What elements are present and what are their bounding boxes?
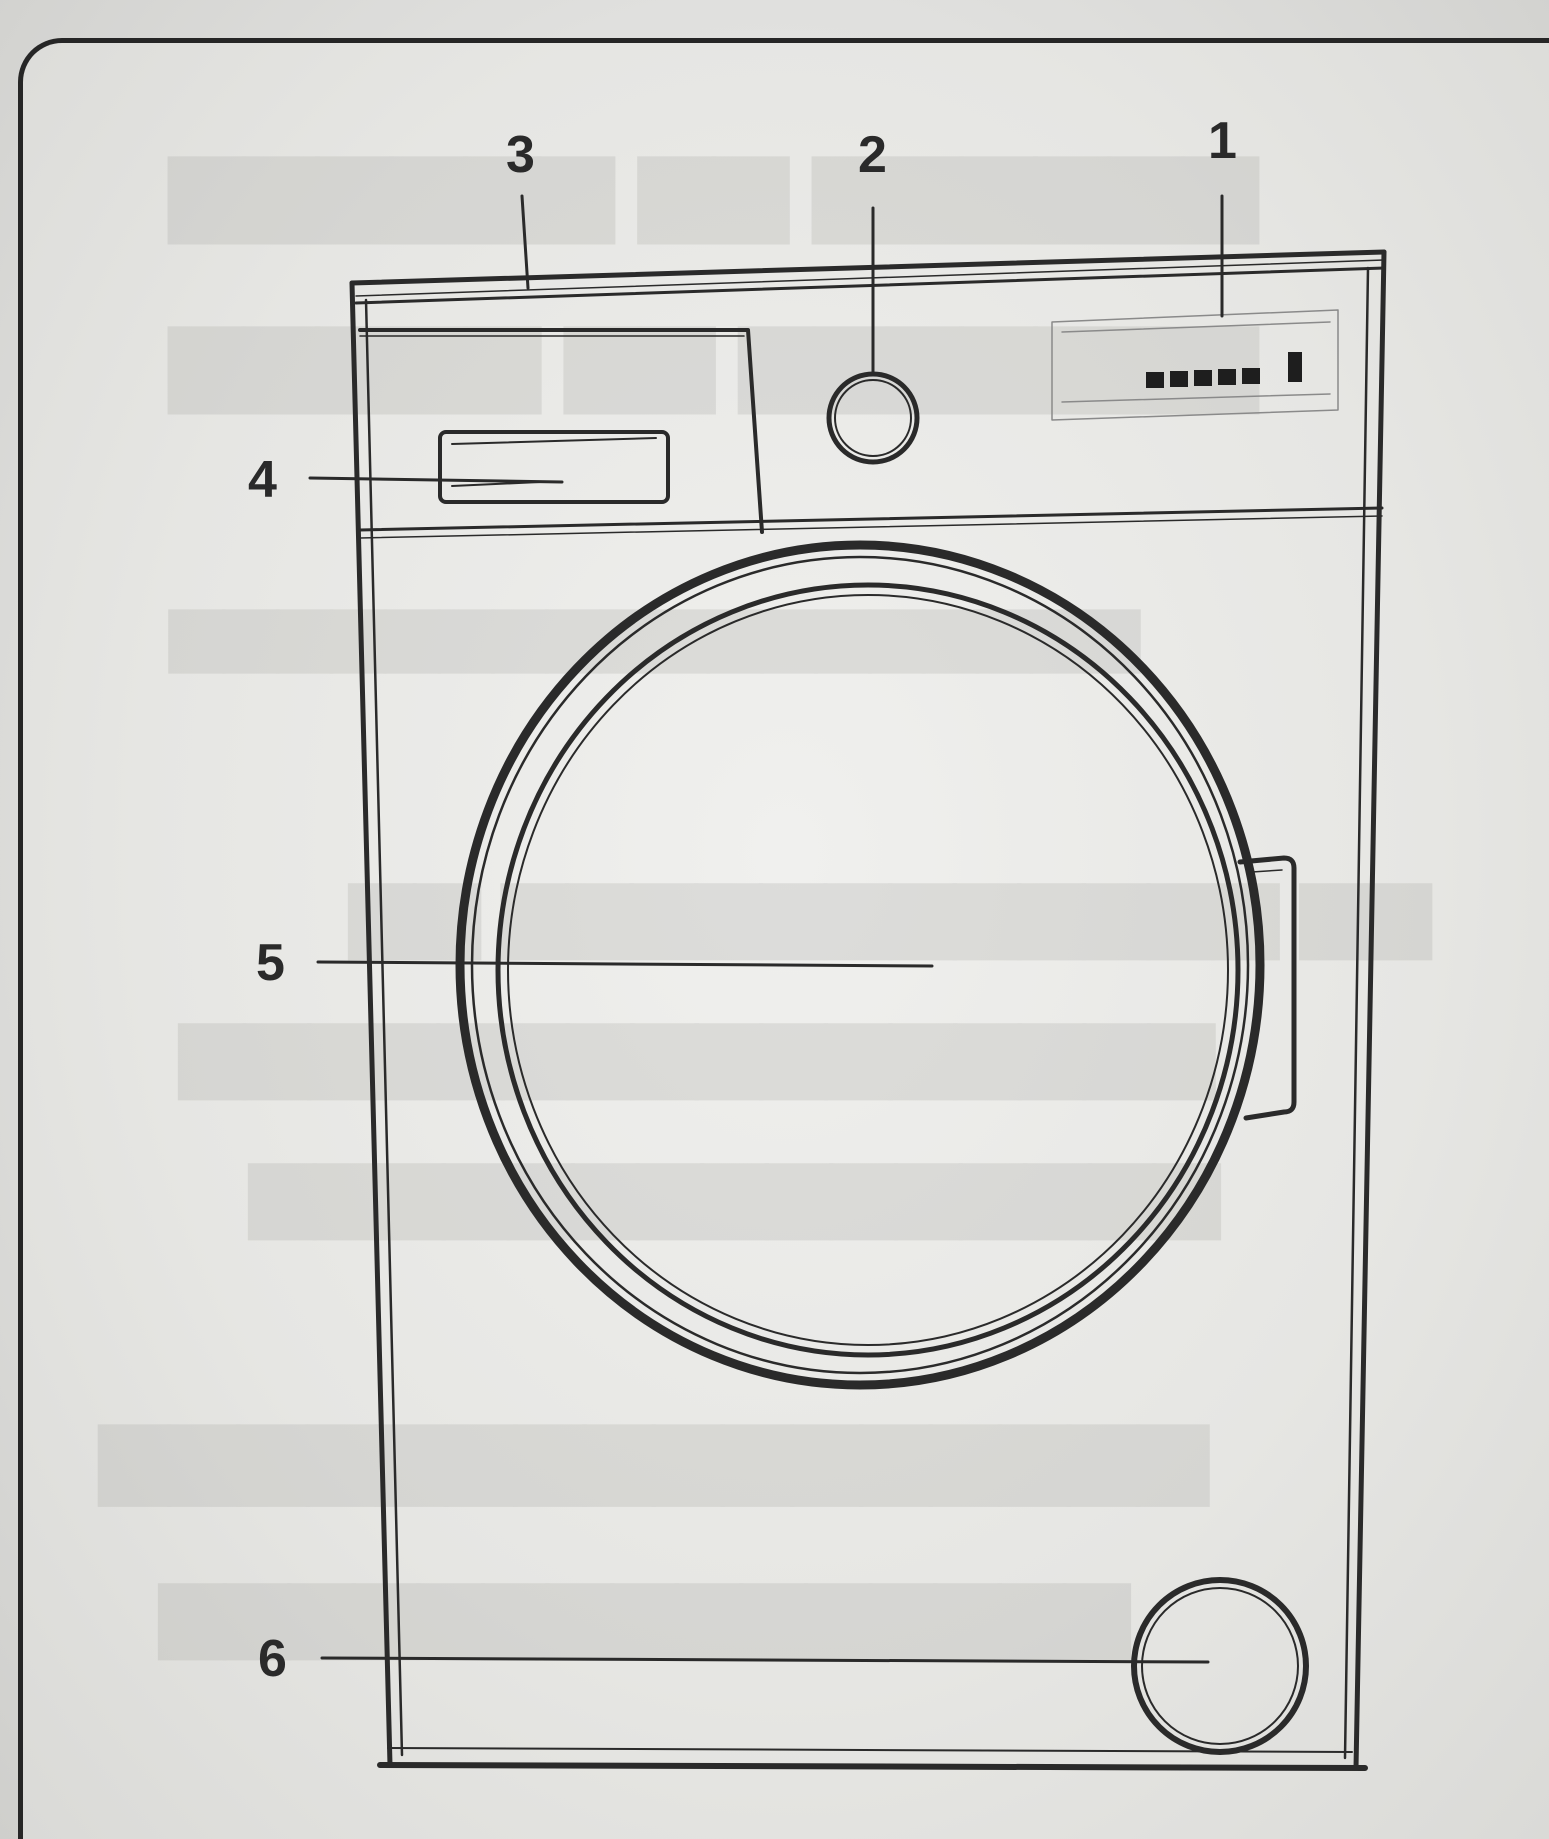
indicator-led	[1242, 368, 1260, 384]
indicator-led	[1218, 369, 1236, 385]
leader-line-5	[316, 960, 934, 968]
drawer-recess	[358, 328, 764, 534]
leader-line-6	[320, 1656, 1210, 1664]
display-indicators	[1146, 352, 1302, 388]
indicator-led	[1194, 370, 1212, 386]
leader-lines	[308, 194, 1224, 1664]
leader-line-4	[308, 476, 564, 484]
callout-label-4: 4	[248, 451, 277, 509]
leader-line-3	[520, 194, 530, 290]
filter-cover	[1131, 1577, 1309, 1755]
indicator-led	[1146, 372, 1164, 388]
top-panel	[354, 259, 1386, 305]
program-knob	[826, 371, 920, 465]
callout-label-3: 3	[506, 126, 535, 184]
detergent-drawer	[438, 430, 670, 504]
panel-divider	[358, 506, 1384, 532]
indicator-led	[1170, 371, 1188, 387]
control-panel-display	[1051, 309, 1339, 421]
indicator-led	[1288, 352, 1302, 382]
loading-door	[455, 540, 1297, 1390]
machine-body	[349, 249, 1387, 1771]
callout-label-6: 6	[258, 1630, 287, 1688]
callout-label-1: 1	[1208, 112, 1237, 170]
callout-label-2: 2	[858, 126, 887, 184]
callout-label-5: 5	[256, 934, 285, 992]
